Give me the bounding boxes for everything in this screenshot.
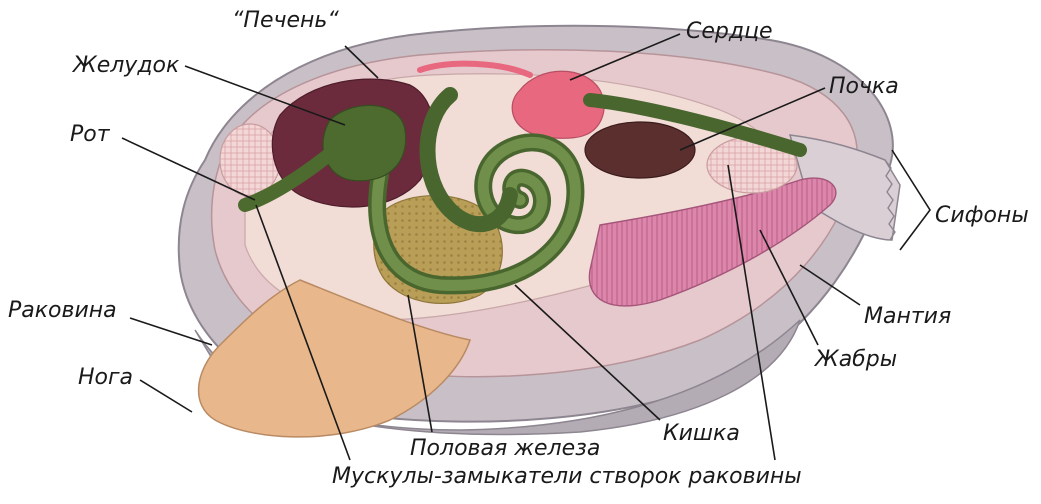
label-intestine: Кишка xyxy=(663,423,740,445)
label-muscles: Мускулы-замыкатели створок раковины xyxy=(332,466,802,488)
label-liver: “Печень“ xyxy=(232,10,339,32)
label-heart: Сердце xyxy=(686,21,773,43)
anterior-adductor-muscle xyxy=(220,124,280,196)
label-mouth: Рот xyxy=(70,124,110,146)
label-mantle: Мантия xyxy=(864,306,951,328)
kidney-shape xyxy=(585,122,695,178)
label-shell: Раковина xyxy=(8,300,117,322)
label-gonad: Половая железа xyxy=(410,438,600,460)
label-foot: Нога xyxy=(78,367,133,389)
label-stomach: Желудок xyxy=(73,55,179,77)
label-kidney: Почка xyxy=(829,76,899,98)
label-gills: Жабры xyxy=(815,349,897,371)
label-siphons: Сифоны xyxy=(935,205,1029,227)
leader-foot xyxy=(140,380,192,412)
